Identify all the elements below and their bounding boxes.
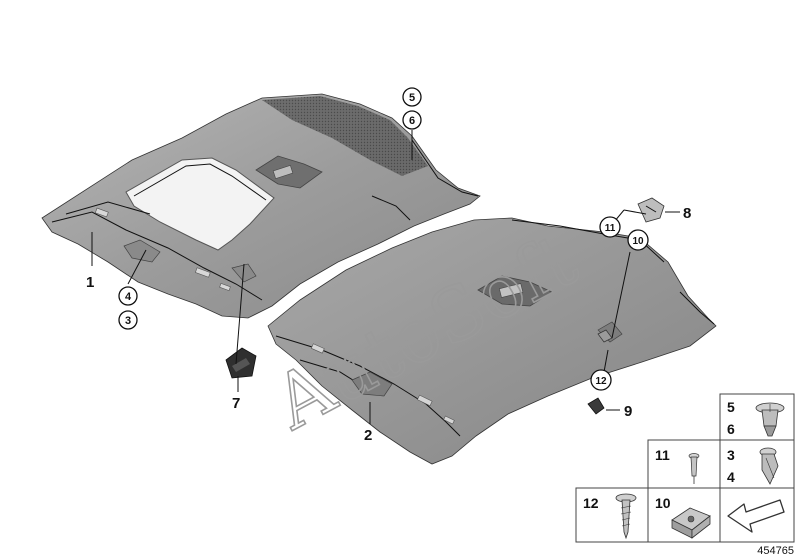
circled-callout-10: 10 bbox=[627, 229, 649, 251]
legend-cell-3-4: 3 4 bbox=[719, 439, 795, 489]
callout-7: 7 bbox=[232, 395, 240, 412]
svg-text:3: 3 bbox=[727, 447, 735, 463]
callout-1: 1 bbox=[86, 274, 94, 291]
legend-cell-5-6: 5 6 bbox=[719, 393, 795, 441]
circled-callout-3: 3 bbox=[118, 310, 138, 330]
front-headliner bbox=[41, 93, 481, 319]
svg-text:3: 3 bbox=[125, 315, 131, 327]
blind-rivet-11-icon bbox=[688, 453, 700, 484]
callout-8: 8 bbox=[683, 205, 691, 222]
svg-text:12: 12 bbox=[595, 376, 607, 387]
svg-text:12: 12 bbox=[583, 495, 599, 511]
circled-callout-5: 5 bbox=[402, 87, 422, 107]
svg-text:10: 10 bbox=[655, 495, 671, 511]
legend-cell-11: 11 bbox=[647, 439, 721, 489]
svg-text:4: 4 bbox=[727, 469, 735, 485]
clip-nut-10-icon bbox=[671, 507, 711, 539]
front-rear-perforated-area bbox=[262, 96, 428, 176]
callout-9: 9 bbox=[624, 403, 632, 420]
screw-12-icon bbox=[615, 493, 637, 540]
svg-text:5: 5 bbox=[409, 92, 415, 104]
svg-text:4: 4 bbox=[125, 291, 132, 303]
circled-callout-12: 12 bbox=[590, 369, 612, 391]
svg-text:6: 6 bbox=[409, 115, 415, 127]
arrow-icon bbox=[727, 499, 785, 533]
sunroof-opening bbox=[125, 157, 275, 251]
circled-callout-4: 4 bbox=[118, 286, 138, 306]
legend-cell-12: 12 bbox=[575, 487, 649, 543]
circled-callout-6: 6 bbox=[402, 110, 422, 130]
svg-text:10: 10 bbox=[632, 236, 644, 247]
expanding-rivet-3-4-icon bbox=[759, 447, 779, 485]
parts-legend: 5 6 3 4 11 bbox=[575, 393, 795, 543]
svg-text:5: 5 bbox=[727, 399, 735, 415]
document-number: 454765 bbox=[757, 545, 794, 557]
clip-part-9 bbox=[587, 397, 605, 415]
circled-callout-11: 11 bbox=[599, 216, 621, 238]
svg-text:11: 11 bbox=[655, 447, 670, 463]
legend-cell-arrow bbox=[719, 487, 795, 543]
svg-text:6: 6 bbox=[727, 421, 735, 437]
svg-text:11: 11 bbox=[605, 223, 616, 234]
legend-cell-10: 10 bbox=[647, 487, 721, 543]
callout-2: 2 bbox=[364, 427, 372, 444]
push-rivet-5-6-icon bbox=[755, 402, 785, 437]
rear-headliner bbox=[267, 217, 717, 465]
leader-lines bbox=[91, 130, 680, 424]
bracket-part-8 bbox=[637, 197, 665, 223]
